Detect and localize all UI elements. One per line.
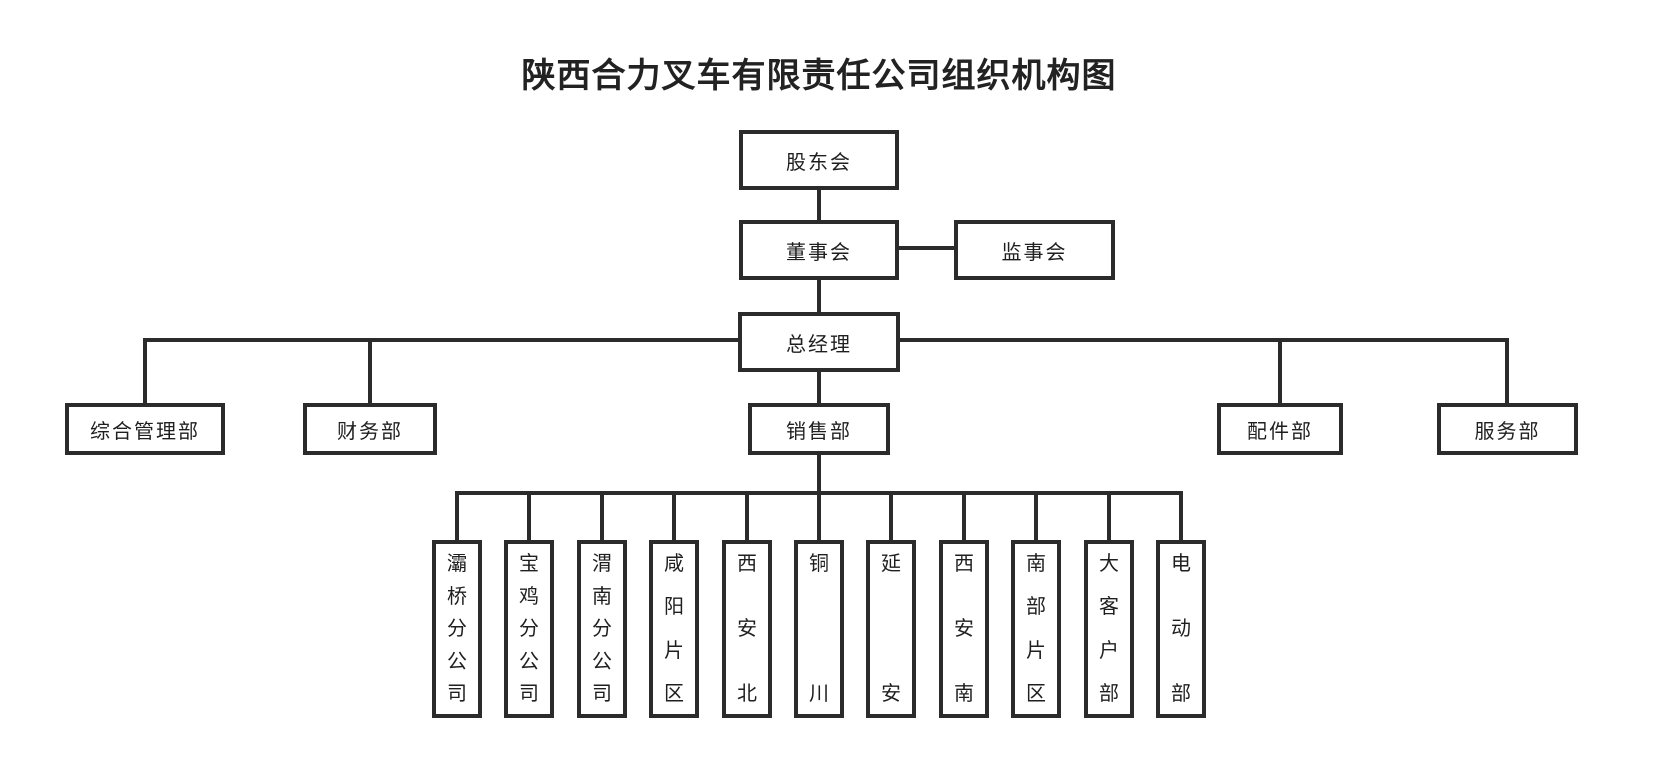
bus-drop-7 [889,493,893,540]
node-shareholders: 股东会 [739,130,899,190]
node-sales: 销售部 [748,403,890,455]
node-general-manager: 总经理 [738,312,900,372]
connector-sales-bus [817,455,821,493]
node-unit-south-area: 南部片区 [1011,540,1061,718]
bus-drop-2 [527,493,531,540]
drop-general-admin [143,340,147,403]
node-general-admin: 综合管理部 [65,403,225,455]
bus-drop-10 [1107,493,1111,540]
node-unit-yanan: 延安 [866,540,916,718]
node-supervisory: 监事会 [954,220,1115,280]
node-finance: 财务部 [303,403,437,455]
node-unit-tongchuan: 铜川 [794,540,844,718]
bus-drop-3 [600,493,604,540]
node-unit-electric: 电动部 [1156,540,1206,718]
drop-finance [368,340,372,403]
bus-drop-11 [1179,493,1183,540]
page-title: 陕西合力叉车有限责任公司组织机构图 [521,57,1117,95]
drop-service [1505,340,1509,403]
node-unit-xian-north: 西安北 [722,540,772,718]
bus-drop-1 [455,493,459,540]
bus-drop-8 [962,493,966,540]
connector-board-supervisory [899,246,954,250]
bus-drop-5 [745,493,749,540]
node-unit-xianyang: 咸阳片区 [649,540,699,718]
node-unit-key-accounts: 大客户部 [1084,540,1134,718]
node-unit-baqiao: 灞桥分公司 [432,540,482,718]
connector-gm-sales [817,372,821,403]
bus-drop-6 [817,493,821,540]
node-service: 服务部 [1437,403,1578,455]
drop-parts [1278,340,1282,403]
connector-shareholders-board [817,190,821,220]
node-unit-xian-south: 西安南 [939,540,989,718]
bus-drop-4 [672,493,676,540]
node-unit-weinan: 渭南分公司 [577,540,627,718]
node-unit-baoji: 宝鸡分公司 [504,540,554,718]
bus-drop-9 [1034,493,1038,540]
connector-board-gm [817,280,821,312]
node-parts: 配件部 [1217,403,1343,455]
node-board: 董事会 [739,220,899,280]
